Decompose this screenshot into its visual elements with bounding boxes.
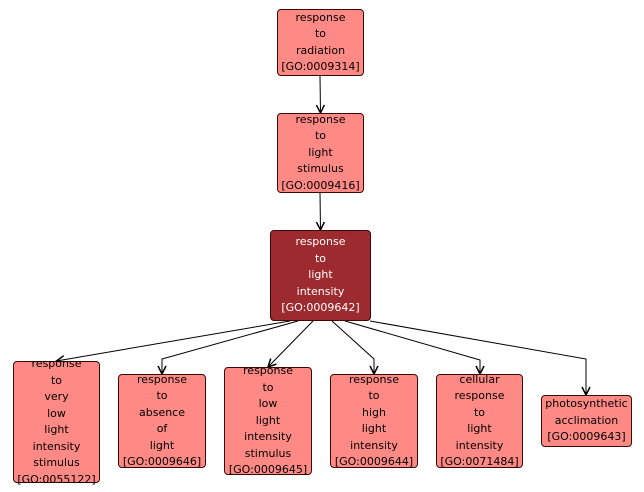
- node-line: response: [295, 10, 346, 24]
- node-line: intensity: [32, 439, 81, 453]
- node-line: light: [308, 268, 333, 282]
- node-line: light: [149, 438, 175, 452]
- node-response-to-high-light-intensity[interactable]: response to high light intensity [GO:000…: [330, 372, 418, 468]
- node-line: response: [137, 372, 187, 386]
- node-line: response: [454, 389, 505, 402]
- node-cellular-response-to-light-intensity[interactable]: cellular response to light intensity [GO…: [436, 372, 523, 468]
- node-response-to-light-stimulus[interactable]: response to light stimulus [GO:0009416]: [277, 113, 364, 193]
- node-line: radiation: [295, 43, 346, 57]
- node-line: to: [262, 380, 274, 394]
- node-line: stimulus: [244, 446, 292, 460]
- node-go-id: [GO:0055122]: [17, 472, 96, 486]
- node-line: response: [243, 364, 293, 378]
- edge-n3-n8: [344, 320, 481, 374]
- node-line: to: [473, 405, 486, 419]
- node-line: acclimation: [554, 413, 619, 427]
- node-go-id: [GO:0009416]: [281, 178, 360, 192]
- node-line: response: [349, 372, 399, 386]
- node-line: photosynthetic: [545, 397, 628, 411]
- edge-n3-n7: [331, 320, 375, 374]
- node-line: cellular: [459, 372, 500, 386]
- node-line: intensity: [350, 438, 398, 452]
- node-line: intensity: [455, 438, 504, 452]
- node-line: to: [314, 129, 327, 143]
- node-go-id: [GO:0009646]: [122, 455, 202, 468]
- node-line: response: [31, 357, 82, 370]
- node-response-to-low-light-intensity-stimulus[interactable]: response to low light intensity stimulus…: [224, 364, 312, 476]
- node-line: response: [295, 235, 346, 249]
- node-response-to-radiation[interactable]: response to radiation [GO:0009314]: [277, 9, 364, 76]
- node-line: light: [255, 413, 281, 427]
- node-go-id: [GO:0009644]: [334, 455, 414, 468]
- edge-n3-n4: [56, 320, 291, 362]
- node-line: of: [156, 422, 168, 435]
- node-line: high: [362, 405, 386, 419]
- node-line: very: [44, 390, 69, 403]
- node-line: stimulus: [297, 162, 344, 176]
- node-go-id: [GO:0009645]: [228, 463, 308, 477]
- node-go-id: [GO:0009642]: [281, 301, 360, 315]
- node-line: light: [361, 422, 387, 435]
- node-line: intensity: [244, 430, 292, 444]
- node-line: light: [308, 145, 333, 159]
- node-go-id: [GO:0071484]: [440, 455, 519, 468]
- edge-n3-n9: [369, 320, 587, 395]
- node-line: to: [314, 27, 327, 40]
- edge-n2-n3: [319, 192, 321, 231]
- node-go-id: [GO:0009643]: [547, 430, 626, 444]
- node-line: intensity: [296, 284, 345, 298]
- node-response-to-light-intensity[interactable]: response to light intensity [GO:0009642]: [270, 230, 371, 321]
- node-line: to: [314, 251, 327, 265]
- node-line: stimulus: [33, 456, 80, 469]
- edge-n3-n6: [267, 320, 314, 368]
- edge-n1-n2: [319, 75, 321, 114]
- node-line: low: [47, 406, 66, 420]
- node-go-id: [GO:0009314]: [281, 60, 360, 73]
- node-line: low: [258, 397, 278, 411]
- edge-n3-n5: [161, 320, 299, 374]
- node-response-to-very-low-light-intensity-stimulus[interactable]: response to very low light intensity sti…: [13, 357, 100, 486]
- node-line: light: [44, 423, 69, 436]
- node-line: response: [295, 112, 346, 126]
- node-line: to: [156, 389, 168, 402]
- node-line: light: [467, 422, 492, 435]
- node-line: to: [368, 389, 380, 402]
- node-line: to: [50, 373, 63, 387]
- node-photosynthetic-acclimation[interactable]: photosynthetic acclimation [GO:0009643]: [541, 395, 632, 447]
- node-response-to-absence-of-light[interactable]: response to absence of light [GO:0009646…: [118, 372, 206, 468]
- node-line: absence: [138, 405, 185, 419]
